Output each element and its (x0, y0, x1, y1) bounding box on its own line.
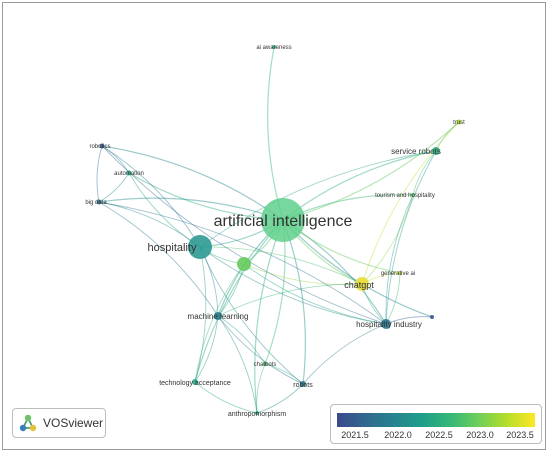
node-label-trust[interactable]: trust (453, 120, 465, 126)
node-u1[interactable] (237, 257, 251, 271)
node-chat[interactable] (263, 362, 267, 366)
link-gpt-trust (361, 121, 460, 285)
link-ml-ta (194, 315, 219, 383)
node-label-gen[interactable]: generative ai (381, 271, 415, 277)
node-gpt[interactable] (355, 277, 369, 291)
legend-tick: 2023.0 (466, 430, 494, 440)
node-u2[interactable] (430, 315, 434, 319)
link-hosp-ta (194, 246, 207, 383)
node-label-auto[interactable]: automation (114, 171, 144, 177)
link-hosp-gpt (199, 246, 363, 285)
link-ai-trust (282, 121, 460, 221)
node-label-tah[interactable]: tourism and hospitality (375, 193, 435, 199)
node-rob[interactable] (99, 143, 105, 149)
link-rob-hind (101, 145, 387, 325)
link-ml-anth (217, 315, 258, 414)
link-gpt-u1 (243, 263, 363, 286)
link-chat-anth (256, 363, 266, 414)
link-ai-bd (98, 197, 284, 221)
color-scale-legend: 2021.5 2022.0 2022.5 2023.0 2023.5 (330, 404, 542, 444)
logo-text: VOSviewer (43, 416, 104, 430)
legend-tick: 2022.5 (425, 430, 453, 440)
node-hind[interactable] (381, 319, 391, 329)
node-hosp[interactable] (188, 235, 212, 259)
link-ai-ta (194, 219, 284, 383)
node-label-ta[interactable]: technology acceptance (159, 380, 231, 387)
node-tah[interactable] (411, 193, 415, 197)
link-hosp-srob (199, 150, 437, 248)
nodes-layer (96, 45, 462, 415)
node-label-robots[interactable]: robots (293, 382, 313, 389)
node-label-gpt[interactable]: chatgpt (344, 280, 374, 290)
link-ta-anth (194, 381, 258, 414)
link-robots-anth (256, 383, 304, 414)
node-label-ai[interactable]: artificial intelligence (214, 213, 353, 230)
link-hosp-robots (199, 246, 304, 385)
node-ai[interactable] (261, 198, 305, 242)
labels-layer: artificial intelligence hospitality chatgp… (85, 45, 465, 418)
link-tah-hind (385, 194, 414, 325)
node-label-rob[interactable]: robotics (89, 144, 110, 150)
link-chat-robots (264, 363, 304, 385)
link-ai-rob (101, 145, 284, 221)
legend-tick: 2023.5 (506, 430, 534, 440)
link-ml-bd (98, 201, 219, 317)
link-auto-bd (98, 172, 130, 203)
node-srob[interactable] (432, 147, 440, 155)
link-ml-robots (217, 315, 304, 385)
node-trust[interactable] (456, 119, 462, 125)
node-auto[interactable] (126, 170, 132, 176)
node-label-hosp[interactable]: hospitality (148, 242, 197, 254)
link-hosp-hind (199, 246, 387, 325)
node-label-ml[interactable]: machine learning (188, 312, 249, 321)
legend-tick: 2021.5 (341, 430, 369, 440)
node-bd[interactable] (96, 199, 102, 205)
link-ai-srob (282, 150, 437, 221)
node-label-srob[interactable]: service robots (391, 147, 441, 156)
link-ml-chat (217, 315, 266, 365)
link-srob-hind (385, 150, 437, 325)
node-label-bd[interactable]: big data (85, 200, 107, 206)
node-label-hind[interactable]: hospitality industry (356, 320, 422, 329)
link-rob-bd (96, 145, 103, 203)
link-hind-robots (302, 323, 387, 385)
link-srob-tah (412, 150, 437, 196)
link-u1-hind (243, 263, 387, 325)
vosviewer-logo-icon (19, 414, 37, 432)
link-ai-aw (267, 46, 284, 221)
link-gpt-ml (217, 283, 363, 317)
link-hosp-rob (101, 145, 201, 248)
node-aw[interactable] (272, 45, 276, 49)
node-label-aw[interactable]: ai awareness (256, 45, 291, 51)
node-ml[interactable] (214, 312, 222, 320)
network-map[interactable]: artificial intelligence hospitality chatgp… (3, 3, 547, 451)
link-bd-hind (98, 201, 387, 325)
link-rob-auto (101, 145, 130, 174)
link-u1-ta (194, 263, 245, 383)
link-gpt-tah (361, 194, 414, 285)
node-anth[interactable] (255, 411, 259, 415)
link-ai-anth (254, 219, 284, 414)
visualization-frame: artificial intelligence hospitality chatgp… (2, 2, 546, 450)
node-gen[interactable] (398, 271, 402, 275)
node-robots[interactable] (300, 381, 306, 387)
node-label-chat[interactable]: chatbots (254, 362, 277, 368)
vosviewer-logo: VOSviewer (12, 408, 106, 438)
node-ta[interactable] (192, 379, 198, 385)
color-scale-bar (337, 413, 535, 427)
node-label-anth[interactable]: anthropomorphism (228, 411, 287, 418)
legend-tick: 2022.0 (384, 430, 412, 440)
